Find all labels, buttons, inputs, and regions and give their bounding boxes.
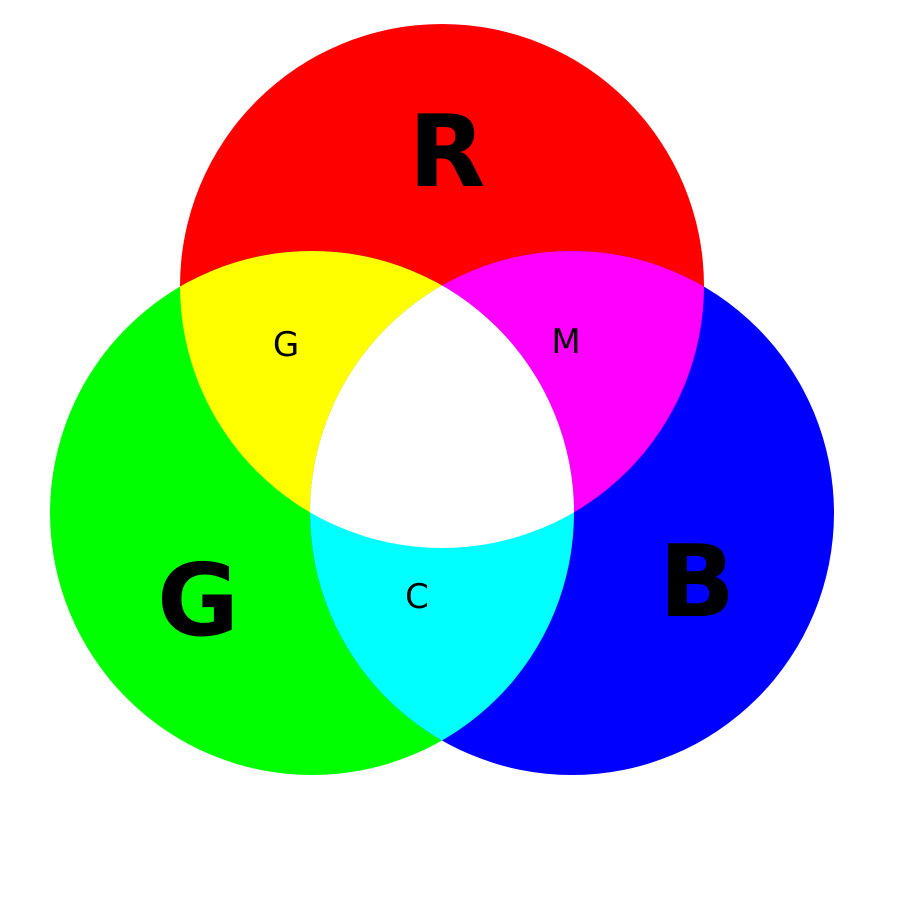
blue-label: B (659, 523, 735, 640)
cyan-overlap-label: C (405, 577, 429, 617)
yellow-overlap-label: G (273, 325, 299, 365)
center-overlap (310, 251, 574, 548)
magenta-overlap-label: M (551, 322, 580, 362)
green-label: G (157, 542, 239, 659)
red-label: R (408, 93, 485, 210)
